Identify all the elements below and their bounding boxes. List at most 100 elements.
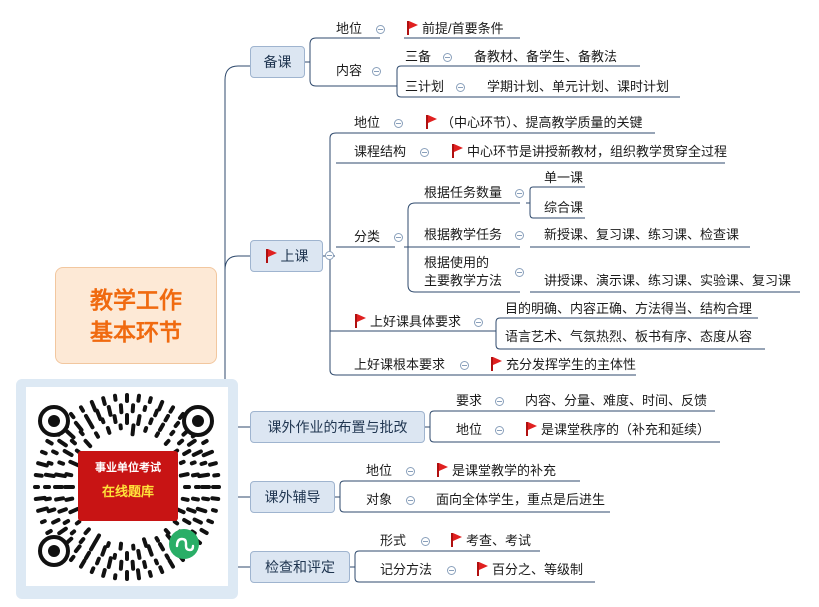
- flag-icon: [265, 249, 277, 263]
- fudao-diwei-key: 地位: [366, 463, 393, 478]
- code-dash: [89, 422, 95, 430]
- collapse-icon[interactable]: [460, 361, 469, 370]
- code-dash: [94, 431, 100, 439]
- collapse-icon[interactable]: [474, 318, 483, 327]
- root-line-2: 基本环节: [90, 318, 182, 345]
- code-dash: [36, 506, 49, 513]
- code-dash: [199, 460, 208, 467]
- code-dash: [212, 472, 221, 478]
- collapse-icon[interactable]: [421, 537, 430, 546]
- collapse-icon[interactable]: [394, 119, 403, 128]
- code-dash: [143, 426, 149, 433]
- code-dash: [158, 542, 165, 552]
- code-dash: [105, 426, 112, 435]
- code-dash: [169, 429, 176, 437]
- code-dash: [46, 507, 57, 514]
- code-dash: [51, 517, 61, 525]
- code-dash: [62, 519, 71, 525]
- collapse-icon[interactable]: [515, 189, 524, 198]
- code-dash: [105, 541, 111, 548]
- kecheng-jiegou-key: 课程结构: [354, 144, 407, 159]
- code-finder-eye-center: [192, 415, 204, 427]
- code-dash: [158, 422, 165, 432]
- code-dash: [68, 459, 81, 468]
- code-dash: [69, 438, 77, 446]
- code-dash: [64, 472, 74, 478]
- code-dash: [68, 506, 80, 515]
- topic-jiancha-pingding[interactable]: 检查和评定: [250, 551, 350, 583]
- root-topic[interactable]: 教学工作 基本环节: [55, 267, 217, 364]
- beike-neirong-key: 内容: [336, 63, 363, 78]
- juti-yaoqiu-2: 语言艺术、气氛热烈、板书有序、态度从容: [505, 329, 753, 344]
- topic-kewai-zuoye-label: 课外作业的布置与批改: [267, 419, 408, 435]
- code-dash: [173, 420, 181, 429]
- collapse-icon[interactable]: [447, 566, 456, 575]
- qr-label-line-1: 事业单位考试: [95, 462, 161, 474]
- code-dash: [40, 449, 48, 456]
- code-dash: [74, 519, 82, 526]
- code-dash: [148, 417, 154, 426]
- topic-kewai-fudao[interactable]: 课外辅导: [250, 481, 335, 513]
- collapse-icon[interactable]: [406, 467, 415, 476]
- code-dash: [40, 519, 47, 525]
- topic-kewai-zuoye[interactable]: 课外作业的布置与批改: [250, 411, 425, 443]
- code-dash: [33, 495, 47, 502]
- zuoye-diwei-value: 是课堂秩序的（补充和延续）: [525, 421, 710, 439]
- collapse-icon[interactable]: [372, 67, 381, 76]
- mini-program-code[interactable]: [26, 387, 228, 586]
- sanjihua-key: 三计划: [405, 79, 445, 94]
- collapse-icon[interactable]: [325, 251, 334, 260]
- code-dash: [118, 541, 124, 551]
- collapse-icon[interactable]: [420, 148, 429, 157]
- code-dash: [106, 556, 113, 569]
- code-dash: [112, 552, 118, 560]
- code-dash: [95, 408, 103, 422]
- code-dash: [167, 558, 175, 569]
- collapse-icon[interactable]: [406, 496, 415, 505]
- code-dash: [210, 496, 221, 502]
- code-dash: [177, 438, 185, 446]
- code-dash: [45, 439, 54, 446]
- topic-beike[interactable]: 备课: [250, 46, 305, 78]
- code-dash: [201, 449, 214, 458]
- zuoye-yaoqiu-key: 要求: [456, 393, 483, 408]
- danyike: 单一课: [544, 170, 584, 185]
- code-dash: [130, 423, 136, 437]
- fudao-duixiang-value: 面向全体学生，重点是后进生: [436, 492, 606, 507]
- collapse-icon[interactable]: [515, 268, 524, 277]
- code-dash: [163, 438, 171, 446]
- code-dash: [135, 568, 142, 581]
- code-dash: [94, 533, 101, 543]
- flag-icon: [451, 144, 463, 158]
- topic-jiancha-pingding-label: 检查和评定: [265, 559, 335, 575]
- code-dash: [163, 528, 171, 536]
- code-dash: [178, 459, 186, 466]
- qr-code-label: 事业单位考试 在线题库: [78, 451, 178, 521]
- jiancha-xingshi-key: 形式: [380, 533, 407, 548]
- code-finder-eye-center: [48, 545, 60, 557]
- code-dash: [84, 550, 91, 561]
- code-dash: [142, 560, 148, 569]
- collapse-icon[interactable]: [495, 397, 504, 406]
- code-dash: [177, 412, 186, 420]
- jiaoxue-renwu-key: 根据教学任务: [424, 227, 503, 242]
- collapse-icon[interactable]: [515, 231, 524, 240]
- shangke-diwei-key: 地位: [354, 115, 381, 130]
- code-dash: [210, 508, 218, 513]
- collapse-icon[interactable]: [394, 233, 403, 242]
- zongheke: 综合课: [544, 200, 584, 215]
- code-dash: [57, 507, 68, 514]
- code-dash: [45, 529, 53, 535]
- code-dash: [46, 460, 54, 466]
- topic-shangke[interactable]: 上课: [250, 240, 323, 272]
- code-dash: [89, 400, 98, 413]
- code-dash: [106, 405, 113, 417]
- collapse-icon[interactable]: [376, 25, 385, 34]
- collapse-icon[interactable]: [443, 53, 452, 62]
- code-dash: [112, 393, 118, 402]
- collapse-icon[interactable]: [495, 426, 504, 435]
- code-dash: [189, 460, 197, 466]
- collapse-icon[interactable]: [456, 83, 465, 92]
- mini-program-logo-icon: [169, 529, 199, 559]
